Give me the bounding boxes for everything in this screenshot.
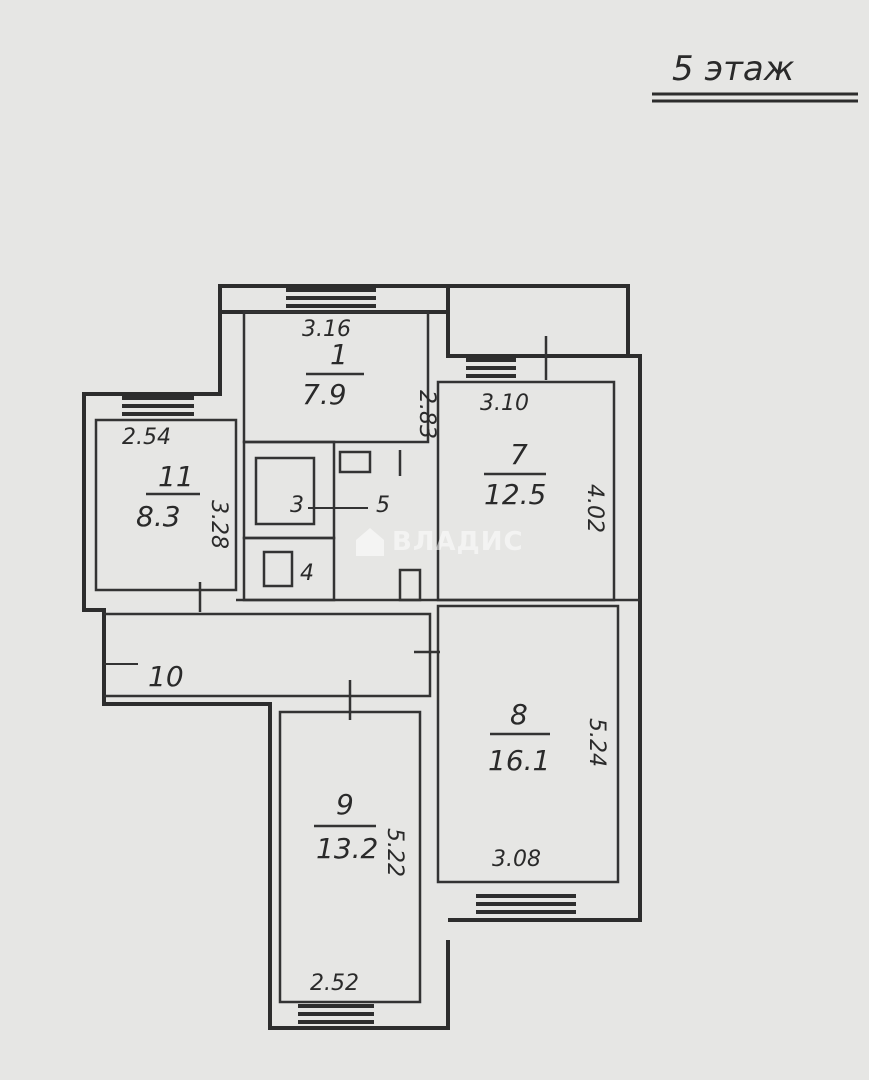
- watermark-text: ВЛАДИС: [392, 527, 524, 557]
- room-8-area: 16.1: [488, 744, 550, 777]
- room-4-number: 4: [300, 561, 314, 586]
- room-11-number: 11: [158, 460, 194, 493]
- room-1-dim-height: 2.83: [414, 390, 439, 439]
- room-9-number: 9: [336, 788, 354, 821]
- room-9: 9 13.2 5.22 2.52: [310, 788, 407, 996]
- room-5-number: 5: [376, 493, 390, 518]
- room-8-number: 8: [510, 698, 528, 731]
- walls: [82, 284, 642, 1030]
- room-1: 3.16 1 7.9 2.83: [302, 317, 439, 439]
- room-8-dim-height: 5.24: [584, 718, 609, 767]
- room-3-number: 3: [290, 493, 304, 518]
- room-7-number: 7: [510, 438, 528, 471]
- room-8-dim-width: 3.08: [492, 847, 541, 872]
- room-11-dim-height: 3.28: [206, 500, 231, 549]
- room-9-dim-width: 2.52: [310, 971, 359, 996]
- room-11-dim-width: 2.54: [122, 425, 171, 450]
- room-11-area: 8.3: [136, 500, 181, 533]
- room-1-number: 1: [330, 338, 348, 371]
- room-7: 3.10 7 12.5 4.02: [480, 391, 607, 533]
- room-9-area: 13.2: [316, 832, 378, 865]
- room-7-dim-width: 3.10: [480, 391, 529, 416]
- room-7-dim-height: 4.02: [582, 484, 607, 533]
- room-7-area: 12.5: [484, 478, 546, 511]
- room-9-dim-height: 5.22: [382, 828, 407, 877]
- room-10-number: 10: [148, 660, 184, 693]
- room-8: 8 16.1 5.24 3.08: [488, 698, 609, 872]
- windows: [122, 288, 576, 1024]
- room-11: 2.54 11 8.3 3.28: [122, 425, 231, 549]
- room-1-area: 7.9: [302, 378, 347, 411]
- watermark: ВЛАДИС: [356, 527, 524, 557]
- floor-label: 5 этаж: [672, 49, 795, 89]
- room-1-dim-width: 3.16: [302, 317, 351, 342]
- house-icon: [356, 528, 384, 556]
